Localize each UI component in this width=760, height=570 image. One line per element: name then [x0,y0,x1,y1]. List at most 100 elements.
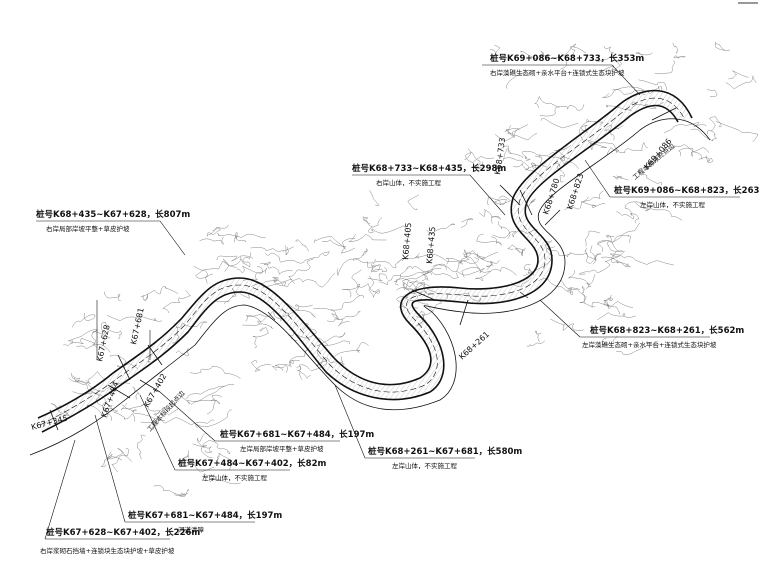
contour-line [297,251,330,264]
stake-label-main: 桩号K67+484~K67+402，长82m [178,458,327,469]
contour-line [353,248,368,261]
contour-line [288,258,314,285]
contour-line [401,253,420,262]
contour-line [446,256,480,265]
contour-line [245,315,267,325]
contour-line [203,473,241,485]
station-label: K68+405 [401,222,413,260]
contour-line [690,128,717,142]
contour-line [161,417,215,426]
contour-line [507,244,520,253]
contour-line [526,340,545,347]
contour-line [242,266,263,281]
contour-line [286,303,316,318]
contour-line [272,365,288,373]
contour-line [664,121,707,133]
contour-line [72,312,96,328]
contour-line [500,145,523,159]
contour-line [597,312,637,320]
contour-line [560,279,585,304]
contour-line [595,46,614,62]
river-bank-inner [41,104,679,433]
contour-line [104,291,121,301]
contour-line [463,249,491,273]
contour-line [528,198,536,208]
contour-line [474,266,517,281]
stake-label-sub: 左岸局部岸坡平整+草皮护坡 [240,444,324,453]
contour-line [247,311,285,321]
contour-line [463,250,485,259]
contour-line [638,168,663,186]
stake-label-main: 桩号K68+733~K68+435，长298m [352,163,506,174]
contour-line [71,371,105,385]
contour-line [514,247,527,257]
contour-line [142,294,148,302]
contour-line [600,256,629,268]
contour-line [233,232,246,243]
contour-line [351,269,362,297]
contour-line [202,440,231,455]
contour-line [272,276,287,286]
contour-line [673,55,686,59]
corner-mark [738,2,758,4]
contour-line [367,261,381,273]
stake-label-sub: 左岸山体，不实施工程 [392,461,458,470]
contour-line [698,155,714,163]
contour-line [568,270,589,288]
contour-line [606,141,649,155]
contour-line [406,263,447,273]
contour-line [638,79,668,91]
contour-line [147,407,160,415]
contour-line [456,251,498,272]
station-ticks [49,107,677,431]
contour-line [236,266,268,274]
contour-line [566,287,580,295]
contour-line [330,310,350,327]
contour-line [284,245,289,256]
contour-line [534,330,542,343]
contour-line [585,273,596,289]
contour-line [137,434,146,460]
contour-line [728,70,749,80]
contour-line [153,485,186,497]
stake-label-sub: 左岸藻礁生态砌+亲水平台+连锁式生态块护坡 [582,340,717,349]
contour-line [348,234,387,243]
contour-line [102,407,136,422]
stake-label-sub: 右岸浆砌石挡墙+连锁块生态块护坡+草皮护坡 [40,546,175,555]
contour-line [524,264,535,276]
contour-line [540,118,579,129]
contour-line [318,337,350,347]
station-label: K68+261 [457,330,491,362]
contour-line [584,247,602,265]
contour-line [192,443,213,459]
contour-line [599,60,623,73]
contour-line [100,453,123,468]
contour-line [394,267,442,286]
contour-line [578,255,620,275]
stake-label-main: 桩号K69+086~K68+823，长263m [614,185,760,196]
contour-line [140,419,158,430]
contour-line [193,260,237,271]
stake-label-sub: 右岸山体，不实施工程 [376,178,442,187]
contour-line [206,399,220,415]
contour-line [334,342,369,358]
contour-line [252,326,269,349]
contour-line [539,104,585,117]
stake-label-sub: 右岸藻礁生态砌+亲水平台+连锁式生态块护坡 [490,68,625,77]
stake-label-main: 桩号K68+435~K67+628，长807m [36,209,190,220]
contour-line [725,75,757,90]
contour-line [197,433,212,453]
contour-line [478,209,501,224]
contour-line [607,241,623,252]
contour-line [544,43,577,59]
contour-line [624,201,683,221]
contour-line [181,450,190,468]
stake-label-sub: 河道清障 [178,525,205,534]
contour-line [260,261,293,276]
contour-line [581,190,604,203]
contour-line [506,69,525,89]
station-label: K68+780 [541,177,561,215]
contour-line [672,42,678,54]
contour-line [369,190,380,206]
